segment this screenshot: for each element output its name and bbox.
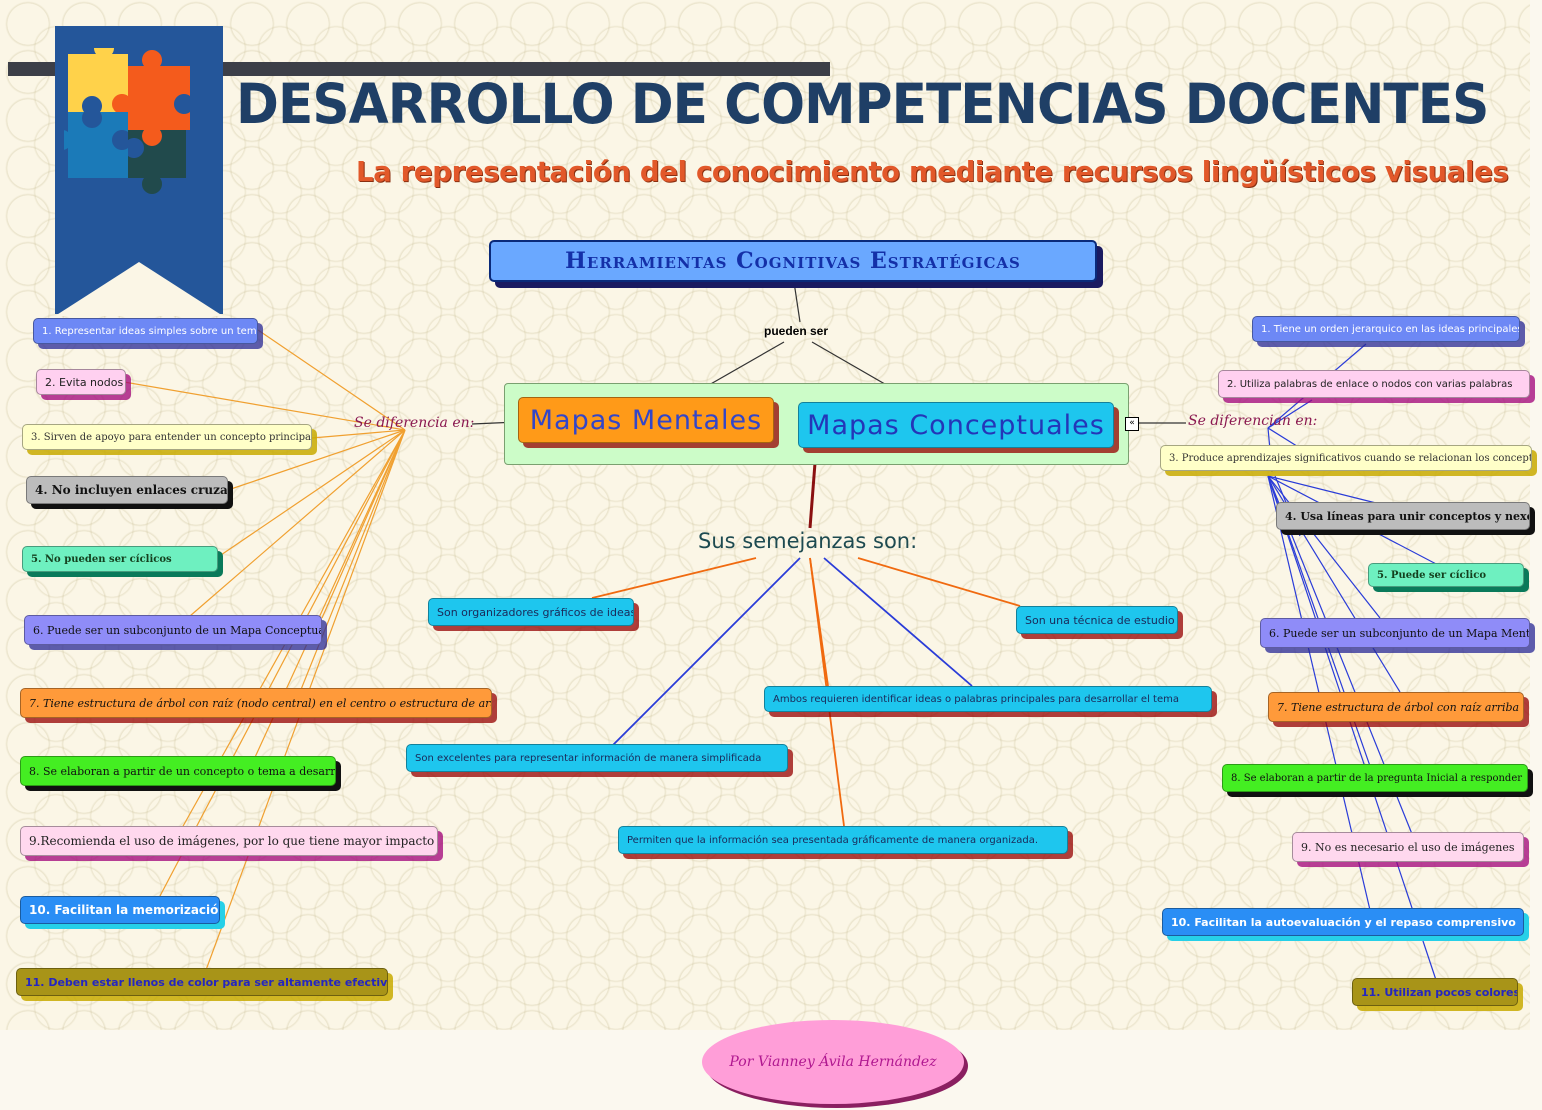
right-item-4[interactable]: 4. Usa líneas para unir conceptos y nexo… xyxy=(1276,502,1530,530)
author-text: Por Vianney Ávila Hernández xyxy=(729,1054,936,1070)
similarities-label: Sus semejanzas son: xyxy=(698,529,917,553)
left-item-2[interactable]: 2. Evita nodos xyxy=(36,369,126,395)
collapse-icon[interactable]: « xyxy=(1125,417,1139,431)
right-item-1[interactable]: 1. Tiene un orden jerarquico en las idea… xyxy=(1252,316,1520,342)
right-item-8[interactable]: 8. Se elaboran a partir de la pregunta I… xyxy=(1222,764,1528,792)
right-item-2[interactable]: 2. Utiliza palabras de enlace o nodos co… xyxy=(1218,370,1530,398)
left-item-5[interactable]: 5. No pueden ser cíclicos xyxy=(22,546,218,572)
similarity-3[interactable]: Ambos requieren identificar ideas o pala… xyxy=(764,686,1212,712)
concept-maps-node[interactable]: Mapas Conceptuales xyxy=(798,402,1114,448)
root-link-label: pueden ser xyxy=(764,324,828,338)
right-item-10[interactable]: 10. Facilitan la autoevaluación y el rep… xyxy=(1162,908,1524,936)
right-item-3[interactable]: 3. Produce aprendizajes significativos c… xyxy=(1160,445,1532,471)
left-item-3[interactable]: 3. Sirven de apoyo para entender un conc… xyxy=(22,424,312,450)
right-link-label: Se diferencian en: xyxy=(1188,413,1317,429)
right-item-6[interactable]: 6. Puede ser un subconjunto de un Mapa M… xyxy=(1260,618,1530,648)
left-item-6[interactable]: 6. Puede ser un subconjunto de un Mapa C… xyxy=(24,615,322,645)
mind-maps-node[interactable]: Mapas Mentales xyxy=(518,397,774,443)
similarity-2[interactable]: Son una técnica de estudio xyxy=(1016,606,1178,634)
left-item-9[interactable]: 9.Recomienda el uso de imágenes, por lo … xyxy=(20,826,438,856)
similarity-1[interactable]: Son organizadores gráficos de ideas xyxy=(428,598,634,626)
author-badge: Por Vianney Ávila Hernández xyxy=(702,1020,964,1104)
left-item-8[interactable]: 8. Se elaboran a partir de un concepto o… xyxy=(20,756,336,786)
right-item-5[interactable]: 5. Puede ser cíclico xyxy=(1368,563,1524,587)
left-item-10[interactable]: 10. Facilitan la memorización xyxy=(20,896,220,924)
similarity-4[interactable]: Son excelentes para representar informac… xyxy=(406,744,788,772)
root-concept-box[interactable]: Herramientas Cognitivas Estratégicas xyxy=(489,240,1097,282)
left-item-7[interactable]: 7. Tiene estructura de árbol con raíz (n… xyxy=(20,688,492,718)
right-item-7[interactable]: 7. Tiene estructura de árbol con raíz ar… xyxy=(1268,692,1524,722)
right-item-9[interactable]: 9. No es necesario el uso de imágenes xyxy=(1292,832,1524,862)
left-item-11[interactable]: 11. Deben estar llenos de color para ser… xyxy=(16,968,388,996)
right-item-11[interactable]: 11. Utilizan pocos colores xyxy=(1352,978,1518,1006)
similarity-5[interactable]: Permiten que la información sea presenta… xyxy=(618,826,1068,854)
left-item-4[interactable]: 4. No incluyen enlaces cruzados xyxy=(26,476,228,504)
left-item-1[interactable]: 1. Representar ideas simples sobre un te… xyxy=(33,318,258,344)
left-link-label: Se diferencia en: xyxy=(354,415,474,431)
